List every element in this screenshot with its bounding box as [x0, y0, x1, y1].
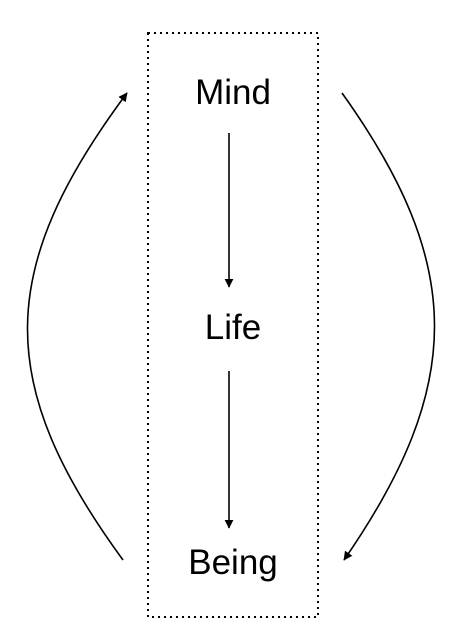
curved-arrow-mind-to-being — [341, 92, 436, 561]
node-label-being: Being — [188, 543, 278, 582]
dotted-container-box — [147, 32, 319, 618]
node-label-life: Life — [205, 308, 261, 347]
curved-arrow-being-to-mind — [26, 92, 128, 561]
node-label-mind: Mind — [195, 73, 271, 112]
